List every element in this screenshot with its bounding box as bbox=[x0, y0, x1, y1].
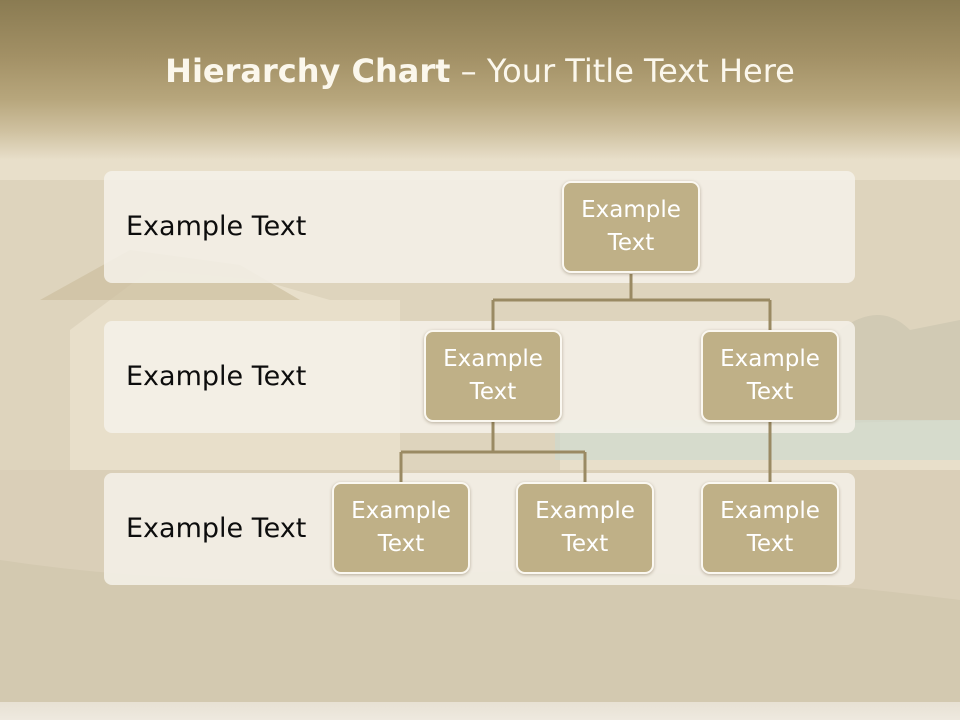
row-label-3: Example Text bbox=[126, 513, 307, 544]
title-separator: – bbox=[450, 52, 487, 90]
node-root[interactable]: Example Text bbox=[562, 181, 700, 273]
node-level3-c-label: Example Text bbox=[720, 498, 820, 557]
title-bold-part: Hierarchy Chart bbox=[165, 52, 451, 90]
node-root-label: Example Text bbox=[581, 197, 681, 256]
node-level3-b[interactable]: Example Text bbox=[516, 482, 654, 574]
title-band bbox=[0, 0, 960, 160]
row-label-1: Example Text bbox=[126, 211, 307, 242]
node-level3-c[interactable]: Example Text bbox=[701, 482, 839, 574]
bottom-torn-edge bbox=[0, 702, 960, 720]
node-level2-right-label: Example Text bbox=[720, 346, 820, 405]
node-level3-a[interactable]: Example Text bbox=[332, 482, 470, 574]
slide-title: Hierarchy Chart – Your Title Text Here bbox=[0, 52, 960, 90]
node-level2-left-label: Example Text bbox=[443, 346, 543, 405]
node-level3-a-label: Example Text bbox=[351, 498, 451, 557]
row-label-2: Example Text bbox=[126, 361, 307, 392]
node-level3-b-label: Example Text bbox=[535, 498, 635, 557]
row-band-1 bbox=[104, 171, 855, 283]
title-rest: Your Title Text Here bbox=[486, 52, 795, 90]
node-level2-left[interactable]: Example Text bbox=[424, 330, 562, 422]
node-level2-right[interactable]: Example Text bbox=[701, 330, 839, 422]
